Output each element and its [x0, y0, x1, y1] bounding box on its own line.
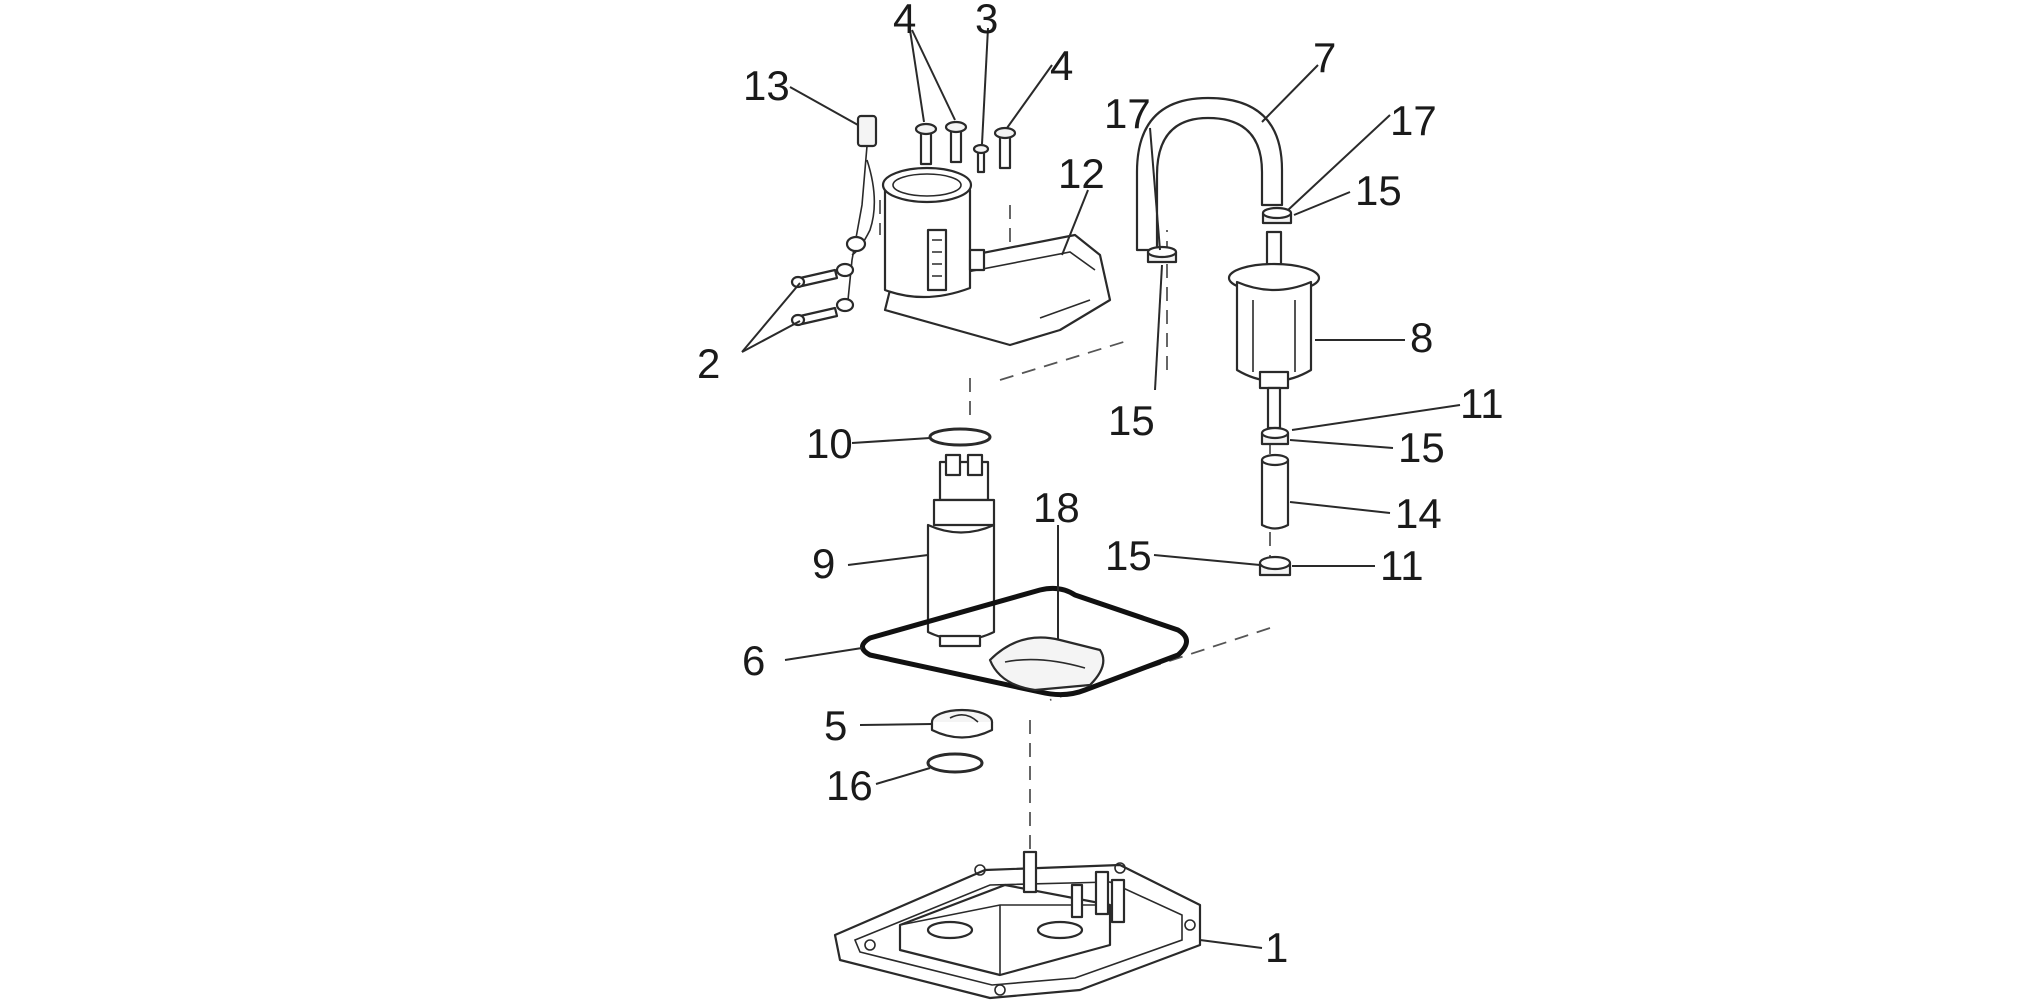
sensor-wire-connector [835, 114, 878, 313]
callout-labels: 1 2 3 4 4 5 6 7 8 9 10 11 11 12 13 14 15… [697, 0, 1504, 971]
base-flange [833, 850, 1202, 1000]
callout-8: 8 [1410, 314, 1433, 361]
callout-11-lower: 11 [1380, 542, 1424, 589]
callout-15-mid: 15 [1398, 424, 1445, 471]
retainer-5 [930, 708, 994, 739]
callout-14: 14 [1395, 490, 1442, 537]
callout-17-right: 17 [1390, 97, 1437, 144]
callout-5: 5 [824, 702, 847, 749]
snap-ring-16 [926, 752, 984, 774]
callout-17-left: 17 [1104, 90, 1151, 137]
callout-15-left: 15 [1108, 397, 1155, 444]
callout-15-low: 15 [1105, 532, 1152, 579]
callout-2: 2 [697, 340, 720, 387]
callout-11-upper: 11 [1460, 380, 1504, 427]
fuel-pump [926, 453, 996, 648]
callout-16: 16 [826, 762, 873, 809]
screws-2 [790, 268, 839, 327]
pump-housing [881, 166, 1112, 347]
callout-12: 12 [1058, 150, 1105, 197]
o-ring-10 [928, 427, 992, 447]
fuel-filter [1227, 230, 1321, 430]
callout-7: 7 [1313, 34, 1336, 81]
gasket-6 [860, 585, 1189, 698]
callout-13: 13 [743, 62, 790, 109]
callout-10: 10 [806, 420, 853, 467]
callout-18: 18 [1033, 484, 1080, 531]
hose-clamps [1146, 206, 1293, 264]
callout-15-top: 15 [1355, 167, 1402, 214]
callout-4-left: 4 [893, 0, 916, 42]
lower-hose-assembly [1258, 426, 1292, 577]
callout-3: 3 [975, 0, 998, 42]
strainer-18 [988, 636, 1105, 692]
callout-4-right: 4 [1050, 42, 1073, 89]
fuel-hose [1135, 96, 1284, 252]
callout-9: 9 [812, 540, 835, 587]
screws-3-4 [914, 120, 1017, 174]
leader-lines [741, 27, 1461, 949]
callout-6: 6 [742, 637, 765, 684]
callout-1: 1 [1265, 924, 1288, 971]
